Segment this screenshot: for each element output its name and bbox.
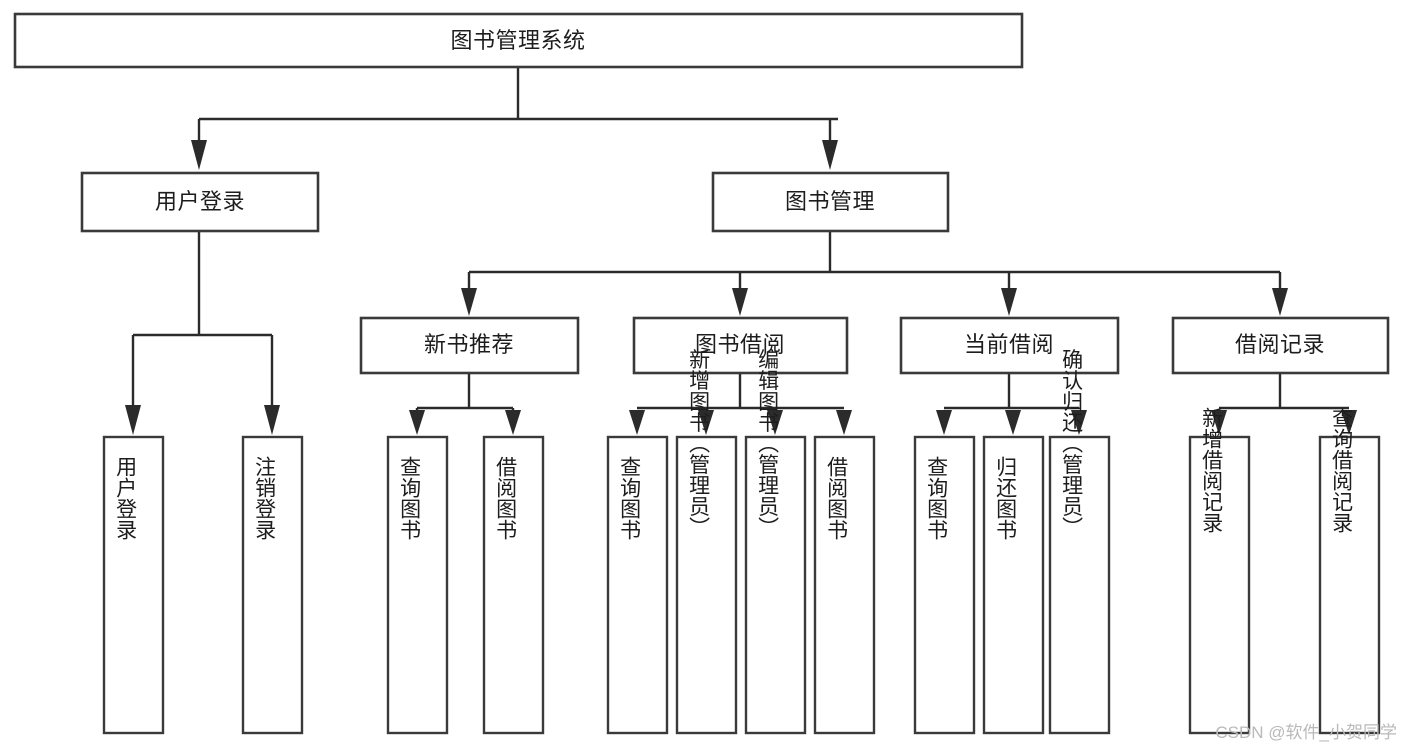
leaf-node-current-borrow-2[interactable]: 归还图书	[982, 435, 1045, 735]
arrow-head-bookmgmt-c3	[1001, 288, 1017, 316]
arrow-head-borrowrecord-leaf1	[1211, 410, 1227, 435]
node-user-login-label: 用户登录	[155, 189, 245, 214]
leaf-label-current-borrow-2: 归还图书	[994, 456, 1018, 540]
leaf-node-current-borrow-3[interactable]: 确认归还（管理员）	[1048, 349, 1111, 735]
leaf-box-book-borrow-4[interactable]	[813, 435, 876, 735]
leaf-label-book-borrow-1: 查询图书	[618, 456, 642, 540]
leaf-box-book-borrow-3[interactable]	[744, 435, 807, 735]
connector-group-userlogin	[125, 232, 280, 435]
node-book-management-box[interactable]	[711, 171, 950, 233]
leaf-box-new-book-1[interactable]	[386, 435, 449, 735]
node-new-book-recommend[interactable]: 新书推荐	[359, 316, 580, 375]
arrow-head-root-to-bookmgmt	[822, 140, 838, 170]
node-new-book-recommend-box[interactable]	[359, 316, 580, 375]
leaf-label-user-login-2: 注销登录	[253, 456, 277, 540]
node-root-label: 图书管理系统	[450, 28, 585, 53]
leaf-label-current-borrow-3: 确认归还（管理员）	[1060, 349, 1084, 538]
arrow-head-bookborrow-leaf3	[767, 410, 783, 435]
connector-group-bookmgmt	[461, 232, 1288, 316]
leaf-node-borrow-record-1[interactable]: 新增借阅记录	[1188, 407, 1251, 735]
node-root-box[interactable]	[13, 12, 1024, 69]
leaf-node-book-borrow-3[interactable]: 编辑图书（管理员）	[744, 349, 807, 735]
watermark-text: CSDN @软件_小贺同学	[1215, 723, 1397, 742]
node-book-management[interactable]: 图书管理	[711, 171, 950, 233]
leaf-label-book-borrow-3: 编辑图书（管理员）	[756, 349, 780, 538]
node-book-borrow-label: 图书借阅	[695, 332, 785, 357]
node-book-management-label: 图书管理	[785, 189, 875, 214]
leaf-label-borrow-record-1: 新增借阅记录	[1200, 407, 1224, 533]
arrow-head-borrowrecord-leaf2	[1341, 410, 1357, 435]
arrow-head-bookmgmt-c1	[461, 288, 477, 316]
arrow-head-bookborrow-leaf2	[698, 410, 714, 435]
connector-group-borrowrecord	[1211, 373, 1357, 435]
arrow-head-currentborrow-leaf3	[1071, 410, 1087, 435]
connector-group-root	[191, 67, 838, 170]
leaf-box-current-borrow-3[interactable]	[1048, 435, 1111, 735]
leaf-node-current-borrow-1[interactable]: 查询图书	[913, 435, 976, 735]
leaf-label-user-login-1: 用户登录	[114, 456, 138, 540]
node-book-borrow-box[interactable]	[632, 316, 849, 375]
leaf-node-book-borrow-1[interactable]: 查询图书	[606, 435, 669, 735]
node-borrow-record-box[interactable]	[1171, 316, 1390, 375]
node-borrow-record-label: 借阅记录	[1235, 332, 1325, 357]
connector-group-newbook	[409, 373, 521, 435]
node-root[interactable]: 图书管理系统	[13, 12, 1024, 69]
leaf-label-current-borrow-1: 查询图书	[925, 456, 949, 540]
leaf-label-book-borrow-2: 新增图书（管理员）	[687, 349, 711, 538]
arrow-head-root-to-userlogin	[191, 140, 207, 170]
arrow-head-currentborrow-leaf2	[1005, 410, 1021, 435]
arrow-head-newbook-leaf2	[505, 410, 521, 435]
arrow-head-userlogin-leaf1	[125, 405, 141, 435]
leaf-node-user-login-2[interactable]: 注销登录	[241, 435, 304, 735]
node-user-login-box[interactable]	[80, 171, 320, 233]
connector-group-bookborrow	[629, 373, 852, 435]
arrow-head-bookmgmt-c2	[732, 288, 748, 316]
leaf-box-user-login-2[interactable]	[241, 435, 304, 735]
node-borrow-record[interactable]: 借阅记录	[1171, 316, 1390, 375]
node-current-borrow[interactable]: 当前借阅	[899, 316, 1120, 375]
leaf-node-user-login-1[interactable]: 用户登录	[102, 435, 165, 735]
leaf-label-book-borrow-4: 借阅图书	[825, 456, 849, 540]
leaf-label-new-book-2: 借阅图书	[494, 456, 518, 540]
node-current-borrow-box[interactable]	[899, 316, 1120, 375]
arrow-head-bookborrow-leaf4	[836, 410, 852, 435]
leaf-box-borrow-record-1[interactable]	[1188, 435, 1251, 735]
leaf-node-borrow-record-2[interactable]: 查询借阅记录	[1318, 407, 1381, 735]
leaf-box-current-borrow-2[interactable]	[982, 435, 1045, 735]
arrow-head-newbook-leaf1	[409, 410, 425, 435]
arrow-head-currentborrow-leaf1	[936, 410, 952, 435]
arrow-head-bookborrow-leaf1	[629, 410, 645, 435]
leaf-box-borrow-record-2[interactable]	[1318, 435, 1381, 735]
leaf-box-user-login-1[interactable]	[102, 435, 165, 735]
node-current-borrow-label: 当前借阅	[964, 332, 1054, 357]
leaf-box-book-borrow-1[interactable]	[606, 435, 669, 735]
leaf-box-new-book-2[interactable]	[482, 435, 545, 735]
leaf-node-new-book-2[interactable]: 借阅图书	[482, 435, 545, 735]
arrow-head-bookmgmt-c4	[1272, 288, 1288, 316]
node-new-book-recommend-label: 新书推荐	[424, 332, 514, 357]
leaf-box-current-borrow-1[interactable]	[913, 435, 976, 735]
leaf-node-book-borrow-4[interactable]: 借阅图书	[813, 435, 876, 735]
node-user-login[interactable]: 用户登录	[80, 171, 320, 233]
leaf-node-book-borrow-2[interactable]: 新增图书（管理员）	[675, 349, 738, 735]
arrow-head-userlogin-leaf2	[264, 405, 280, 435]
leaf-node-new-book-1[interactable]: 查询图书	[386, 435, 449, 735]
node-book-borrow[interactable]: 图书借阅	[632, 316, 849, 375]
leaf-label-new-book-1: 查询图书	[398, 456, 422, 540]
connector-group-currentborrow	[936, 373, 1087, 435]
leaf-box-book-borrow-2[interactable]	[675, 435, 738, 735]
leaf-label-borrow-record-2: 查询借阅记录	[1330, 407, 1354, 533]
